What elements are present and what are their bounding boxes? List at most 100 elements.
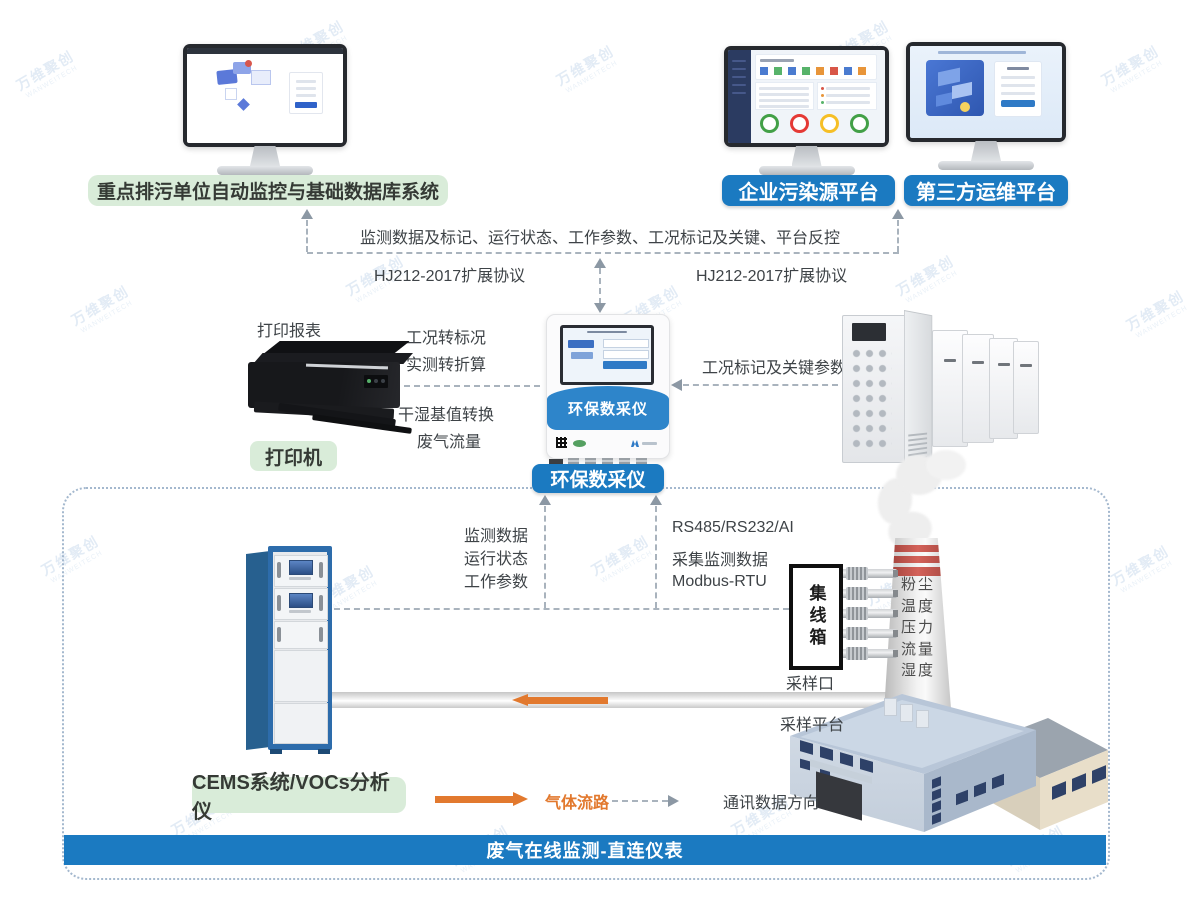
protocol-right-text: HJ212-2017扩展协议 — [696, 268, 848, 285]
label-thirdparty-platform: 第三方运维平台 — [904, 175, 1068, 206]
cems-link-text-2: 运行状态 — [464, 551, 529, 568]
screen-decor — [802, 67, 810, 75]
plc-open-door — [904, 310, 933, 470]
printer-button — [374, 379, 378, 383]
screen-decor — [1001, 76, 1035, 79]
cems-cabinet-illustration — [246, 546, 332, 754]
screen-decor — [1001, 84, 1035, 87]
plc-cabinet — [1013, 341, 1039, 434]
dash-collector-printer — [354, 385, 540, 387]
screen-decor — [816, 67, 824, 75]
screen-decor — [938, 67, 960, 87]
arrow-up-junction-collector — [650, 495, 662, 505]
stack-sensor-labels: 粉尘 温度 压力 流量 湿度 — [880, 574, 956, 682]
dash-plc-collector — [683, 384, 838, 386]
protocol-left-text: HJ212-2017扩展协议 — [374, 268, 526, 285]
screen-decor — [732, 68, 746, 70]
plc-cabinets-illustration — [840, 310, 1039, 470]
screen-decor — [858, 67, 866, 75]
arrow-up-to-platforms — [892, 209, 904, 219]
roof-vent — [900, 704, 913, 722]
arrow-down-to-collector — [594, 303, 606, 313]
monitor-regulator — [183, 44, 347, 175]
printer-led — [367, 379, 371, 383]
screen-decor — [844, 67, 852, 75]
module-handle — [319, 562, 323, 578]
label-collector: 环保数采仪 — [532, 464, 664, 493]
module-screen — [289, 560, 313, 575]
arrow-left-to-collector — [671, 379, 682, 391]
dash-vertical-junction — [655, 506, 657, 608]
probe-bundle — [833, 567, 901, 664]
monitor-screen — [728, 50, 885, 143]
chimney-stripe — [880, 556, 956, 563]
screen-table — [755, 82, 814, 110]
monitor-base — [217, 166, 313, 175]
screen-gauge-green2 — [850, 114, 869, 133]
cems-foot — [270, 749, 282, 754]
dash-vertical-cems — [544, 506, 546, 608]
collector-port — [568, 458, 579, 468]
screen-decor — [826, 94, 870, 97]
screen-decor — [759, 87, 809, 90]
plc-main-cabinet — [842, 315, 906, 463]
sensor-label: 流量 — [900, 640, 935, 658]
monitor-screen — [910, 46, 1062, 138]
screen-decor — [225, 88, 237, 100]
label-enterprise-platform: 企业污染源平台 — [722, 175, 895, 206]
printer-scanner — [253, 353, 413, 364]
screen-decor — [296, 94, 316, 97]
conversion-text-1: 工况转标况 — [406, 330, 487, 347]
junction-box-label: 集线箱 — [806, 584, 826, 650]
legend-gas-shaft — [435, 796, 513, 803]
arrow-up-cems-collector — [539, 495, 551, 505]
screen-decor — [1001, 100, 1035, 107]
module-handle — [319, 595, 323, 611]
screen-decor — [732, 84, 746, 86]
screen-illustration — [926, 60, 984, 116]
screen-decor — [732, 60, 746, 62]
screen-gauge-red — [790, 114, 809, 133]
screen-decor — [603, 350, 649, 359]
cems-blank-panel — [274, 650, 328, 702]
screen-toolbar — [755, 54, 877, 80]
cems-front — [268, 546, 332, 750]
dash-vertical-left — [306, 220, 308, 252]
module-screen — [289, 593, 313, 608]
screen-decor — [295, 102, 317, 108]
collector-port — [585, 458, 596, 468]
probe — [833, 567, 898, 580]
module-handle — [277, 562, 281, 578]
screen-decor — [289, 577, 311, 580]
screen-decor — [237, 98, 250, 111]
screen-decor — [245, 60, 252, 67]
junction-link-text-1: RS485/RS232/AI — [672, 519, 794, 536]
collector-port — [602, 458, 613, 468]
screen-login-card — [289, 72, 323, 114]
legend-comm-dash — [612, 800, 668, 802]
smoke — [926, 450, 966, 480]
footer-title: 废气在线监测-直连仪表 — [486, 841, 684, 861]
printer-illustration — [248, 341, 433, 437]
printer-control-panel — [364, 375, 388, 388]
screen-decor — [826, 101, 870, 104]
screen-decor — [603, 339, 649, 348]
monitor-stand — [250, 146, 280, 166]
screen-decor — [774, 67, 782, 75]
monitor-enterprise — [724, 46, 889, 175]
logo-text-decor — [642, 442, 657, 445]
legend-gas-text: 气体流路 — [545, 795, 610, 812]
roof-vent — [916, 710, 929, 728]
cems-link-text-1: 监测数据 — [464, 528, 529, 545]
screen-decor — [732, 76, 746, 78]
factory-illustration — [786, 680, 1108, 832]
legend-comm-head — [668, 795, 679, 807]
screen-decor — [952, 81, 972, 100]
gas-flow-arrow — [512, 694, 610, 707]
screen-decor — [187, 48, 343, 54]
